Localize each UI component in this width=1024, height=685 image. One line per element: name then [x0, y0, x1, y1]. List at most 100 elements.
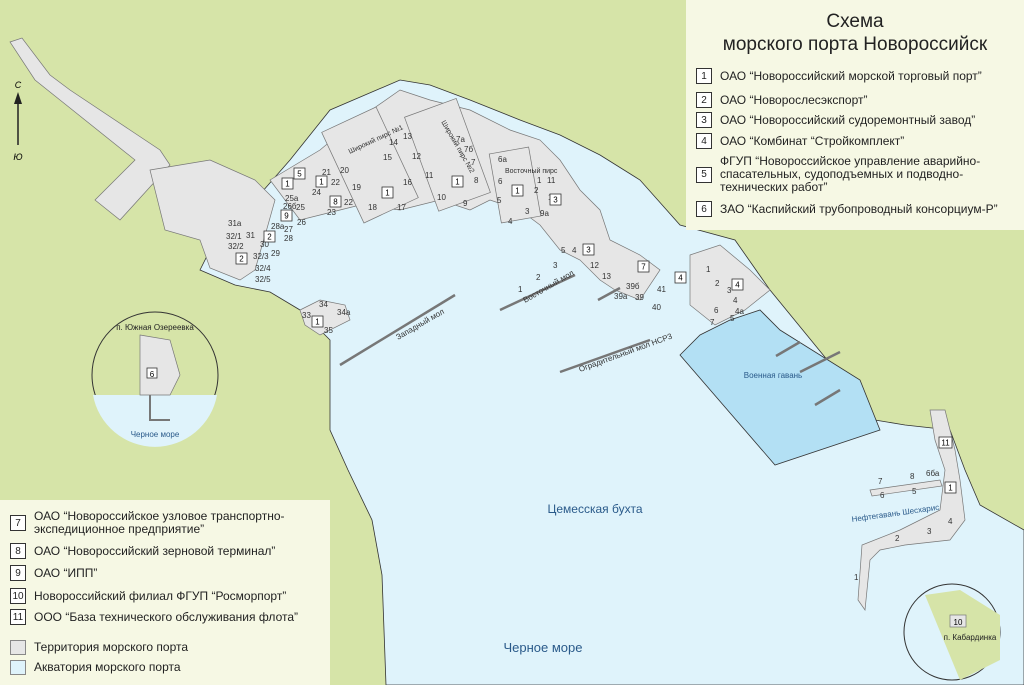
label-naval-harbor: Военная гавань: [744, 371, 802, 380]
svg-text:6: 6: [880, 491, 885, 500]
legend-number: 6: [696, 201, 712, 217]
svg-text:9а: 9а: [540, 209, 549, 218]
svg-text:1: 1: [706, 265, 711, 274]
title-line-2: морского порта Новороссийск: [722, 34, 988, 55]
svg-text:12: 12: [590, 261, 599, 270]
inset-west: 6 п. Южная Озереевка Черное море: [91, 311, 219, 447]
legend-number: 7: [10, 515, 26, 531]
compass-icon: С Ю: [13, 80, 22, 162]
svg-text:3: 3: [586, 246, 591, 255]
svg-text:5: 5: [561, 246, 566, 255]
svg-text:31: 31: [246, 231, 255, 240]
inset-west-sea: Черное море: [131, 430, 180, 439]
svg-text:32/4: 32/4: [255, 264, 271, 273]
svg-text:25: 25: [296, 203, 305, 212]
svg-text:27: 27: [284, 225, 293, 234]
territory-oil-pier: [869, 479, 943, 497]
svg-text:4: 4: [572, 246, 577, 255]
svg-text:14: 14: [389, 138, 398, 147]
legend-label: ФГУП “Новороссийское управление аварийно…: [720, 154, 981, 194]
legend-label: ОАО “Новороссийское узловое транспортно-…: [34, 509, 285, 536]
svg-text:2: 2: [534, 186, 539, 195]
svg-text:1: 1: [515, 187, 520, 196]
svg-text:15: 15: [383, 153, 392, 162]
svg-text:2: 2: [895, 534, 900, 543]
legend-entry-5: 5 ФГУП “Новороссийское управление аварийн…: [696, 155, 1016, 194]
svg-text:6ба: 6ба: [926, 469, 940, 478]
svg-text:3: 3: [553, 196, 558, 205]
svg-text:19: 19: [352, 183, 361, 192]
legend-label: Новороссийский филиал ФГУП “Росморпорт”: [34, 588, 287, 603]
svg-text:2: 2: [715, 279, 720, 288]
legend-swatch: [10, 640, 26, 655]
svg-text:24: 24: [312, 188, 321, 197]
svg-text:29: 29: [271, 249, 280, 258]
svg-text:26б: 26б: [283, 202, 297, 211]
svg-text:3: 3: [525, 207, 530, 216]
svg-text:39б: 39б: [626, 282, 640, 291]
svg-text:23: 23: [327, 208, 336, 217]
svg-text:31а: 31а: [228, 219, 242, 228]
svg-text:1: 1: [285, 180, 290, 189]
legend-number: 11: [10, 609, 26, 625]
svg-text:4: 4: [733, 296, 738, 305]
legend-number: 2: [696, 92, 712, 108]
svg-text:1: 1: [319, 178, 324, 187]
operator-markers: 5 1 9 2 2 1 8 1 1 1 3 3 7 4 4 1 11 1: [235, 167, 957, 494]
svg-text:2: 2: [267, 233, 272, 242]
svg-text:10: 10: [954, 618, 963, 627]
svg-text:13: 13: [403, 132, 412, 141]
svg-text:5: 5: [497, 196, 502, 205]
territory-west-breakwater: [9, 37, 171, 221]
area-legend-entry: Территория морского порта: [10, 640, 188, 655]
svg-text:13: 13: [602, 272, 611, 281]
legend-number: 8: [10, 543, 26, 559]
svg-text:35: 35: [324, 326, 333, 335]
pier-39: [597, 286, 621, 302]
legend-entry-6: 6 ЗАО “Каспийский трубопроводный консорци…: [696, 201, 1016, 217]
svg-text:1: 1: [537, 176, 542, 185]
svg-text:5: 5: [912, 487, 917, 496]
label-bay: Цемесская бухта: [547, 502, 642, 516]
svg-text:28: 28: [284, 234, 293, 243]
svg-text:32/3: 32/3: [253, 252, 269, 261]
legend-label: Акватория морского порта: [34, 660, 181, 674]
svg-text:5: 5: [297, 170, 302, 179]
svg-text:1: 1: [948, 484, 953, 493]
svg-text:2: 2: [536, 273, 541, 282]
svg-text:3: 3: [927, 527, 932, 536]
legend-label: ОАО “Новороссийский судоремонтный завод”: [720, 112, 976, 127]
label-eastern-pier: Восточный пирс: [505, 167, 558, 175]
svg-text:33: 33: [302, 311, 311, 320]
svg-text:32/2: 32/2: [228, 242, 244, 251]
svg-text:7: 7: [710, 318, 715, 327]
svg-text:2: 2: [239, 255, 244, 264]
inset-west-number: 6: [150, 370, 155, 379]
svg-text:7: 7: [471, 158, 476, 167]
svg-text:3: 3: [727, 286, 732, 295]
svg-text:34: 34: [319, 300, 328, 309]
svg-text:7а: 7а: [456, 135, 465, 144]
svg-text:22: 22: [344, 198, 353, 207]
svg-text:8: 8: [333, 198, 338, 207]
legend-number: 1: [696, 68, 712, 84]
legend-bottom: 7 ОАО “Новороссийское узловое транспортно…: [0, 500, 330, 685]
legend-number: 9: [10, 565, 26, 581]
western-mole: [339, 293, 456, 367]
svg-text:10: 10: [437, 193, 446, 202]
legend-number: 5: [696, 166, 712, 183]
legend-label: Территория морского порта: [34, 640, 189, 654]
svg-text:11: 11: [941, 439, 950, 448]
svg-text:1: 1: [518, 285, 523, 294]
legend-label: ЗАО “Каспийский трубопроводный консорциу…: [720, 201, 998, 216]
svg-text:8: 8: [474, 176, 479, 185]
legend-number: 4: [696, 133, 712, 149]
territory-east-coast: [857, 409, 966, 611]
svg-text:32/5: 32/5: [255, 275, 271, 284]
